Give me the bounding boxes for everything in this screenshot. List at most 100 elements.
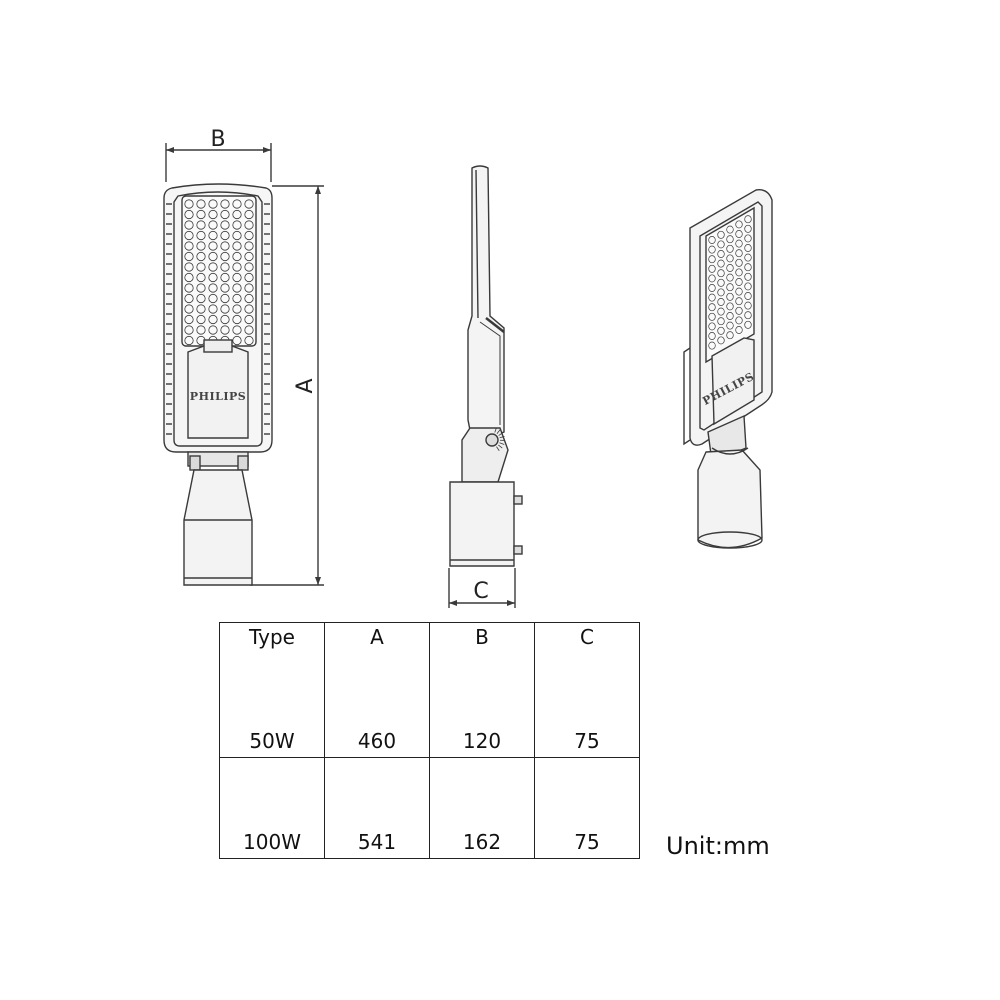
iso-led-chip <box>717 317 725 326</box>
iso-led-chip <box>708 255 716 264</box>
iso-led-chip <box>726 331 734 340</box>
led-chip <box>220 325 230 335</box>
cooling-fins <box>166 203 270 435</box>
led-chip <box>208 325 218 335</box>
led-chip <box>196 251 206 262</box>
header-b: B <box>475 625 489 649</box>
led-chip <box>184 209 194 220</box>
led-chip <box>184 220 194 230</box>
led-chip <box>208 304 218 314</box>
dimension-c <box>448 568 516 608</box>
led-chip <box>208 199 218 209</box>
iso-led-chip <box>726 254 734 263</box>
iso-led-chip <box>726 273 734 282</box>
led-chip <box>220 272 230 283</box>
led-chip <box>196 325 206 335</box>
table-cell: A 460 <box>324 622 430 758</box>
led-chip <box>196 199 206 209</box>
iso-led-chip <box>717 269 725 278</box>
table-row: 100W 541 162 75 <box>219 757 640 859</box>
led-chip <box>244 314 254 325</box>
led-chip <box>232 314 242 325</box>
led-chip <box>244 283 254 293</box>
led-chip <box>220 251 230 262</box>
led-chip <box>232 293 242 304</box>
cell-a: 541 <box>357 830 397 854</box>
header-type: Type <box>249 625 295 649</box>
iso-led-chip <box>744 320 752 329</box>
table-cell: B 120 <box>429 622 535 758</box>
led-chip <box>208 272 218 283</box>
isometric-view: PHILIPS <box>683 189 773 549</box>
front-view: PHILIPS <box>163 143 324 586</box>
led-chip <box>208 283 218 293</box>
iso-led-chip <box>708 332 716 340</box>
led-chip <box>196 230 206 241</box>
led-chip <box>208 241 218 251</box>
led-chip <box>220 230 230 241</box>
iso-led-chip <box>717 326 725 335</box>
iso-led-chip <box>735 239 743 248</box>
pole-spigot <box>183 469 253 586</box>
iso-led-chip <box>726 244 734 253</box>
led-chip <box>220 220 230 230</box>
led-chip <box>184 272 194 283</box>
led-chip <box>208 262 218 272</box>
joint-tooth <box>498 444 503 449</box>
joint-tooth <box>498 432 504 436</box>
led-chip <box>244 230 254 241</box>
led-chip <box>232 251 242 262</box>
iso-led-chip <box>726 235 734 244</box>
led-chip <box>208 230 218 241</box>
iso-led-chip <box>735 297 743 306</box>
iso-led-chip <box>717 240 725 249</box>
iso-led-chip <box>744 301 752 310</box>
iso-led-chip <box>735 278 743 286</box>
led-chip <box>220 209 230 220</box>
iso-led-chip <box>717 307 725 316</box>
table-cell: 162 <box>429 757 535 859</box>
led-chip <box>220 293 230 304</box>
led-chip <box>208 251 218 262</box>
cell-type: 50W <box>249 729 295 753</box>
led-chip <box>208 293 218 304</box>
iso-led-chip <box>726 312 734 320</box>
led-chip <box>196 314 206 325</box>
led-chip <box>232 209 242 220</box>
led-chip <box>208 220 218 230</box>
dimension-b <box>165 143 272 182</box>
iso-led-chip <box>708 284 716 292</box>
led-chip <box>244 304 254 314</box>
iso-led-chip <box>708 245 716 254</box>
joint-tooth <box>499 436 505 439</box>
iso-led-chip <box>717 259 725 268</box>
led-chip <box>196 304 206 314</box>
cell-b: 162 <box>462 830 502 854</box>
iso-led-chip <box>735 249 743 258</box>
led-chip <box>244 325 254 335</box>
tilt-joint <box>461 427 509 483</box>
led-chip <box>220 199 230 209</box>
led-chip <box>232 241 242 251</box>
iso-led-chip <box>744 282 752 291</box>
iso-led-chip <box>744 244 752 252</box>
iso-led-chip <box>735 268 743 277</box>
led-chip <box>220 304 230 314</box>
iso-led-chip <box>735 306 743 315</box>
table-cell: 100W <box>219 757 325 859</box>
iso-led-chip <box>744 234 752 243</box>
iso-led-chip <box>717 288 725 297</box>
iso-led-chip <box>717 298 725 306</box>
led-chip <box>244 272 254 283</box>
unit-note: Unit:mm <box>666 832 770 860</box>
cell-a: 460 <box>357 729 397 753</box>
iso-led-chip <box>726 321 734 330</box>
iso-led-chip <box>735 316 743 325</box>
table-cell: C 75 <box>534 622 640 758</box>
cell-c: 75 <box>574 729 600 753</box>
iso-led-chip <box>744 253 752 262</box>
led-chip <box>244 241 254 251</box>
label-b: B <box>210 127 225 152</box>
label-c: C <box>473 579 488 604</box>
led-chip <box>244 209 254 220</box>
